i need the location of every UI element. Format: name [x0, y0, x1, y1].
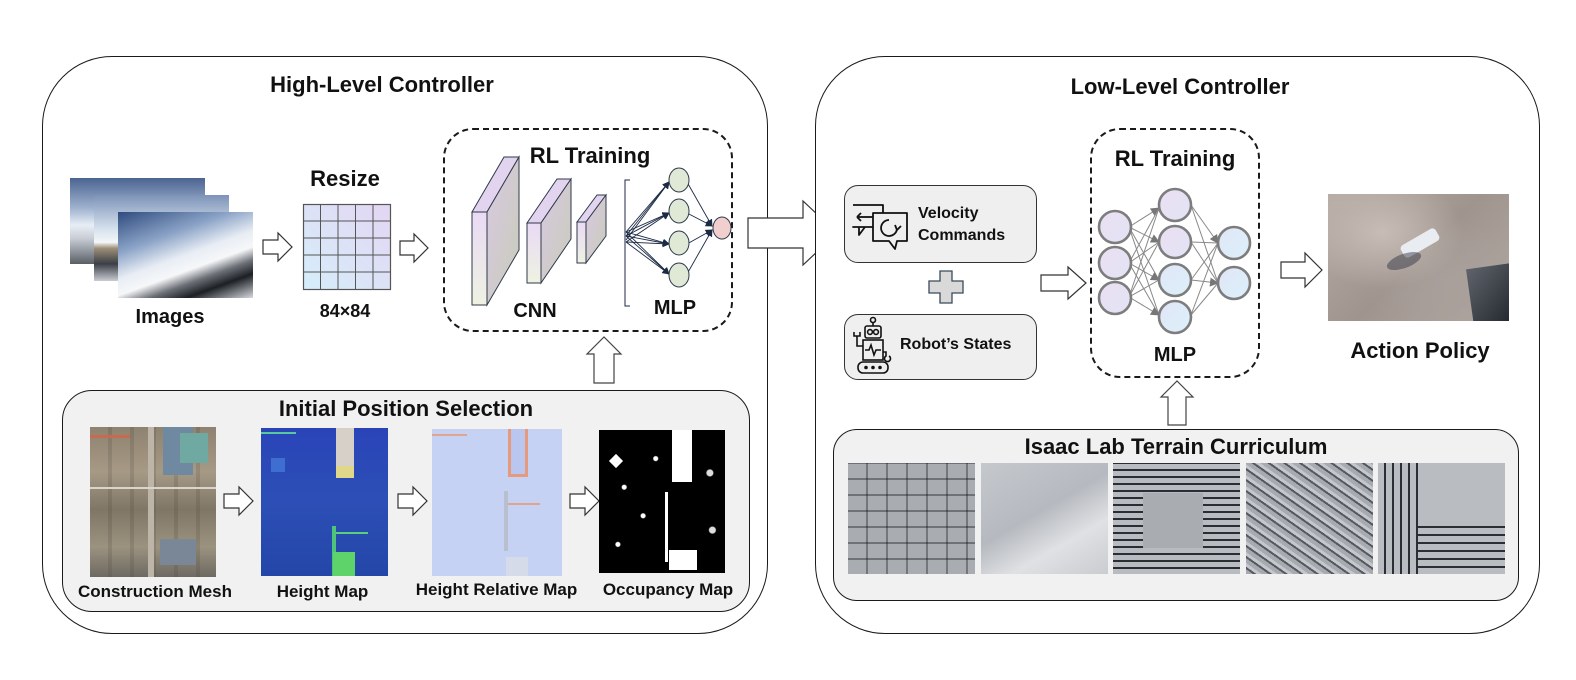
cnn-label: CNN — [513, 300, 557, 322]
occupancy-map-image — [599, 430, 725, 573]
construction-mesh-image — [90, 427, 216, 577]
height-map-image — [261, 428, 388, 576]
ll-mlp-output-node — [1216, 225, 1252, 261]
ll-mlp-input-node — [1097, 280, 1133, 316]
hl-mlp-diagram — [624, 167, 732, 307]
hl-mlp-node — [668, 230, 690, 256]
ll-mlp-label: MLP — [1153, 344, 1197, 366]
terrain-tile-inverted-stairs — [1113, 463, 1240, 574]
cnn-layer-3 — [576, 193, 607, 265]
cnn-diagram — [471, 155, 607, 307]
action-policy-image — [1328, 194, 1509, 321]
hl-rl-training-box — [443, 128, 733, 332]
arrow-position-to-rl — [585, 336, 623, 384]
chat-bubbles-arrows-icon — [852, 204, 908, 250]
hl-mlp-output-node — [712, 216, 732, 240]
hl-mlp-node — [668, 198, 690, 224]
height-relative-map-label: Height Relative Map — [415, 580, 578, 599]
resize-size-label: 84×84 — [319, 301, 371, 321]
terrain-tile-random-rough — [1246, 463, 1373, 574]
low-level-controller-title: Low-Level Controller — [1070, 74, 1290, 99]
height-map-label: Height Map — [276, 582, 369, 601]
arrow-height-to-relative — [397, 485, 428, 517]
cnn-layer-2 — [526, 177, 572, 285]
velocity-commands-line2: Commands — [918, 227, 1006, 244]
robot-icon — [853, 316, 892, 374]
hl-mlp-label: MLP — [653, 297, 697, 319]
ll-mlp-output-node — [1216, 265, 1252, 301]
terrain-tile-rough-slope — [981, 463, 1108, 574]
obstacle-box — [1466, 263, 1509, 321]
hl-mlp-node — [668, 167, 690, 193]
high-level-controller-title: High-Level Controller — [270, 72, 494, 97]
camera-image-3 — [118, 212, 253, 298]
ll-rl-training-title: RL Training — [1114, 146, 1236, 171]
construction-mesh-label: Construction Mesh — [78, 582, 232, 601]
velocity-commands-label: Velocity Commands — [918, 203, 1028, 247]
arrow-images-to-resize — [262, 231, 293, 263]
ll-mlp-input-node — [1097, 209, 1133, 245]
ll-rl-training-box — [1090, 128, 1260, 378]
arrow-resize-to-rl — [399, 232, 429, 264]
occupancy-map-label: Occupancy Map — [602, 580, 734, 599]
hl-mlp-node — [668, 262, 690, 288]
height-relative-map-image — [432, 429, 562, 576]
arrow-relative-to-occupancy — [569, 485, 600, 517]
arrow-inputs-to-ll-rl — [1040, 265, 1087, 301]
terrain-tile-stairs — [1378, 463, 1505, 574]
cnn-layer-1 — [471, 155, 520, 307]
ll-mlp-diagram — [1097, 187, 1252, 335]
hl-rl-training-title: RL Training — [529, 143, 651, 168]
resize-grid-icon — [302, 203, 392, 291]
initial-position-selection-title: Initial Position Selection — [278, 396, 534, 421]
robot-states-label: Robot’s States — [900, 336, 1012, 353]
ll-mlp-hidden-node — [1157, 187, 1193, 223]
ll-mlp-hidden-node — [1157, 299, 1193, 335]
hl-mlp-hidden-nodes — [668, 167, 690, 288]
arrow-terrain-to-ll-rl — [1159, 380, 1195, 426]
plus-icon — [928, 270, 964, 304]
ll-mlp-hidden-node — [1157, 224, 1193, 260]
robot-states-box — [844, 314, 1037, 380]
action-policy-label: Action Policy — [1350, 338, 1490, 363]
ll-mlp-input-node — [1097, 245, 1133, 281]
images-label: Images — [135, 306, 205, 328]
velocity-commands-line1: Velocity — [918, 205, 979, 222]
arrow-rl-to-action — [1280, 251, 1323, 289]
terrain-curriculum-title: Isaac Lab Terrain Curriculum — [1024, 434, 1328, 459]
ll-mlp-hidden-node — [1157, 262, 1193, 298]
terrain-tile-pyramid-boxes — [848, 463, 975, 574]
arrow-mesh-to-height — [223, 485, 254, 517]
resize-title: Resize — [310, 166, 380, 191]
